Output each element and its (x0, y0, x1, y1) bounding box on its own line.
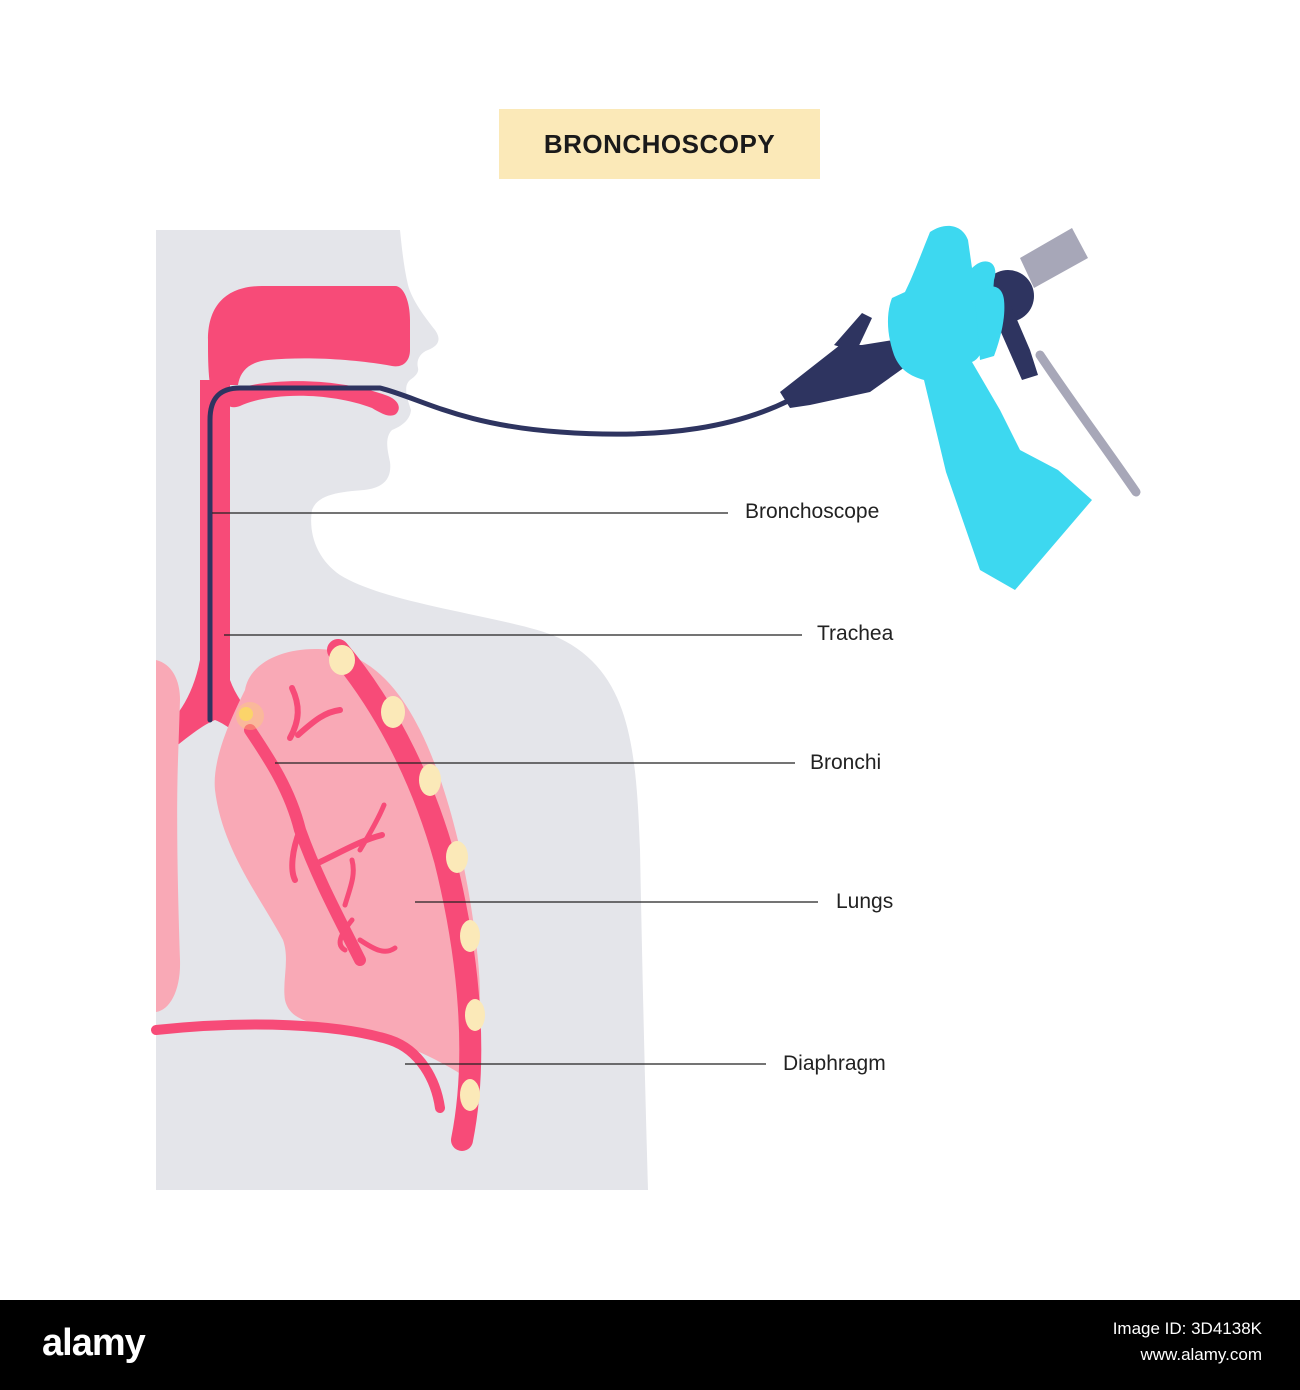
watermark-footer: alamy Image ID: 3D4138K www.alamy.com (0, 1300, 1300, 1390)
site-url-text: www.alamy.com (1140, 1345, 1262, 1364)
scope-fin (834, 313, 872, 352)
scope-light-glow (236, 702, 264, 730)
scope-cable (1035, 350, 1141, 497)
nasal-cavity (208, 286, 410, 385)
pleura-band (327, 639, 482, 1151)
alamy-logo: alamy (42, 1322, 146, 1364)
glove-hand (887, 225, 1092, 590)
scope-handle (780, 338, 912, 408)
rib-segments (329, 645, 485, 1111)
anatomy-illustration (151, 225, 1141, 1190)
diagram-canvas: BRONCHOSCOPY Bronchoscope Trachea Bronch… (151, 109, 1141, 1190)
leader-lines (212, 512, 818, 1065)
label-bronchoscope: Bronchoscope (745, 500, 880, 523)
label-diaphragm: Diaphragm (783, 1052, 886, 1075)
scope-eyepiece (1020, 228, 1088, 288)
bronchoscope-tube (207, 385, 793, 723)
glove-thumb (975, 286, 1005, 360)
left-lung (156, 660, 181, 1012)
footer-image-info: Image ID: 3D4138K www.alamy.com (1113, 1316, 1262, 1368)
bronchial-tree (244, 685, 398, 966)
label-lungs: Lungs (836, 890, 894, 913)
diaphragm-shape (151, 1019, 445, 1113)
label-bronchi: Bronchi (810, 751, 882, 774)
title-box: BRONCHOSCOPY (499, 109, 820, 179)
scope-light-tip (239, 707, 253, 721)
page-title: BRONCHOSCOPY (543, 128, 776, 159)
label-trachea: Trachea (817, 622, 894, 645)
image-id-text: Image ID: 3D4138K (1112, 1319, 1262, 1338)
